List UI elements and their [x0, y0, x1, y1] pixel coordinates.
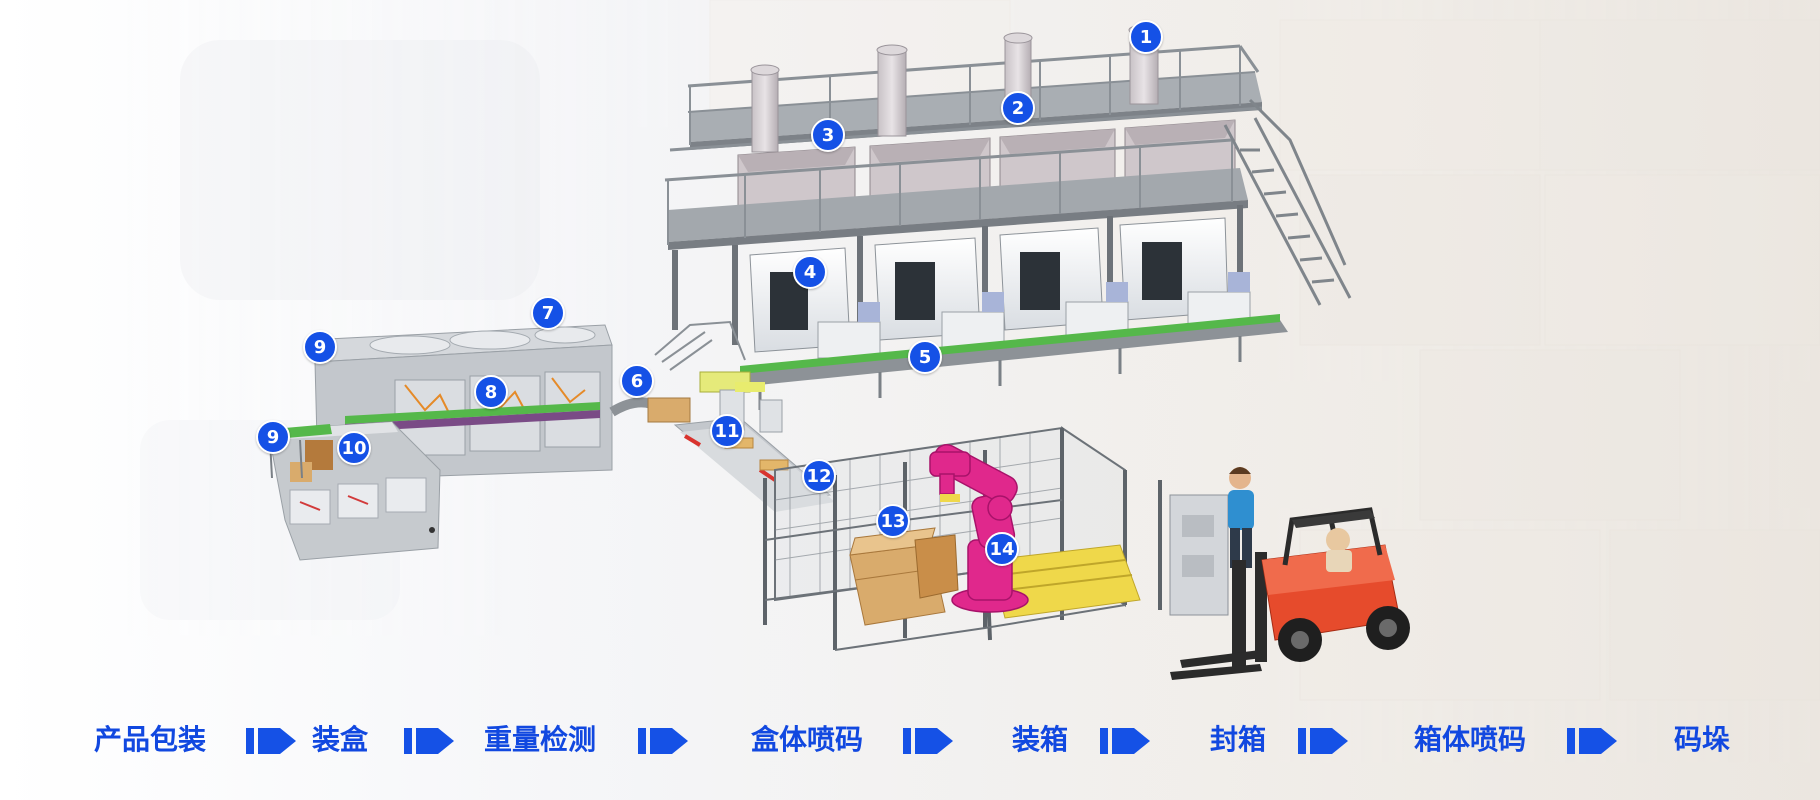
station-marker-7: 7: [531, 296, 565, 330]
operator-icon: [1169, 467, 1254, 616]
station-marker-14: 14: [985, 532, 1019, 566]
flow-arrow-icon: [638, 728, 688, 754]
station-marker-2: 2: [1001, 91, 1035, 125]
step-case-coding: 箱体喷码: [1413, 723, 1527, 756]
step-weight-check: 重量检测: [483, 723, 597, 756]
cardboard-stack: [849, 527, 959, 626]
station-marker-13: 13: [876, 504, 910, 538]
step-product-packaging: 产品包装: [93, 723, 207, 756]
station-marker-8: 8: [474, 375, 508, 409]
station-marker-11: 11: [710, 414, 744, 448]
flow-arrow-icon: [1567, 728, 1617, 754]
step-cartoning: 装箱: [1011, 723, 1069, 756]
step-case-sealing: 封箱: [1209, 723, 1267, 756]
station-marker-10: 10: [337, 431, 371, 465]
flow-arrow-icon: [1100, 728, 1150, 754]
cartoning-machine: [262, 324, 613, 561]
staircase: [1223, 98, 1352, 306]
process-flow-bar: 产品包装 装盒 重量检测 盒体喷码 装箱 封箱 箱体喷码 码垛: [0, 715, 1820, 765]
station-marker-5: 5: [908, 340, 942, 374]
outfeed-conveyor: [609, 371, 751, 423]
station-marker-4: 4: [793, 255, 827, 289]
step-boxing: 装盒: [311, 723, 369, 756]
flow-arrow-icon: [903, 728, 953, 754]
station-marker-1: 1: [1129, 20, 1163, 54]
flow-arrow-icon: [404, 728, 454, 754]
robot-cell: [763, 426, 1162, 651]
station-marker-9: 9: [303, 330, 337, 364]
flow-arrow-icon: [1298, 728, 1348, 754]
station-marker-12: 12: [802, 459, 836, 493]
step-box-coding: 盒体喷码: [750, 723, 864, 756]
station-marker-6: 6: [620, 364, 654, 398]
station-marker-9b: 9: [256, 420, 290, 454]
station-marker-3: 3: [811, 118, 845, 152]
flow-arrow-icon: [246, 728, 296, 754]
forklift-icon: [1170, 507, 1410, 680]
step-palletizing: 码垛: [1673, 723, 1731, 756]
